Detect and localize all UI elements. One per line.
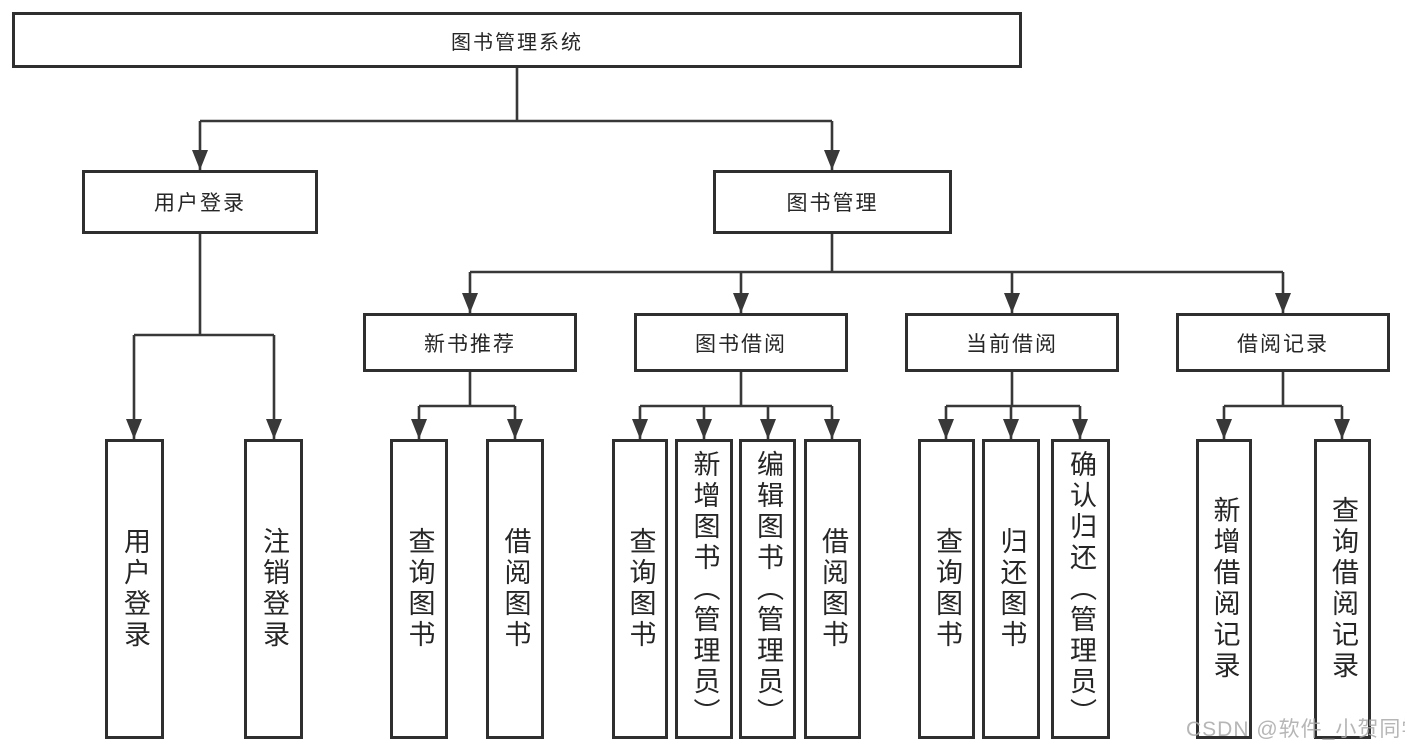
leaf-query-books-borrow: 查询图书 (612, 439, 668, 739)
arrow-down-icon (1003, 419, 1019, 439)
connector-userlogin-to-leaves (132, 234, 276, 439)
leaf-return-book: 归还图书 (982, 439, 1040, 739)
node-label: 新增图书（管理员） (689, 449, 720, 729)
node-label: 新增借阅记录 (1209, 496, 1240, 682)
arrow-down-icon (192, 150, 208, 170)
node-label: 用户登录 (154, 192, 246, 215)
node-label: 借阅图书 (500, 527, 531, 651)
leaf-user-login: 用户登录 (105, 439, 164, 739)
leaf-borrow-books-recommend: 借阅图书 (486, 439, 544, 739)
node-book-borrow: 图书借阅 (634, 313, 848, 372)
node-label: 查询借阅记录 (1328, 496, 1358, 682)
connector-bookmgmt-to-level3 (468, 234, 1285, 313)
arrow-down-icon (126, 419, 142, 439)
node-label: 图书借阅 (695, 332, 787, 356)
node-label: 注销登录 (259, 527, 289, 651)
node-current-borrow: 当前借阅 (905, 313, 1119, 372)
node-label: 查询图书 (625, 527, 656, 651)
arrow-down-icon (1275, 293, 1291, 313)
node-label: 图书管理系统 (451, 31, 583, 54)
node-user-login: 用户登录 (82, 170, 318, 234)
leaf-query-books-current: 查询图书 (918, 439, 975, 739)
leaf-logout: 注销登录 (244, 439, 303, 739)
leaf-borrow-books: 借阅图书 (804, 439, 861, 739)
connector-bookborrow-to-leaves (638, 372, 834, 439)
arrow-down-icon (1334, 419, 1350, 439)
arrow-down-icon (632, 419, 648, 439)
leaf-query-borrow-record: 查询借阅记录 (1314, 439, 1371, 739)
node-label: 图书管理 (786, 192, 879, 215)
node-label: 编辑图书（管理员） (753, 449, 783, 729)
connector-root-to-level2 (198, 68, 834, 170)
arrow-down-icon (1216, 419, 1232, 439)
node-new-book-recommend: 新书推荐 (363, 313, 577, 372)
arrow-down-icon (1072, 419, 1088, 439)
node-book-management: 图书管理 (713, 170, 952, 234)
node-label: 新书推荐 (424, 332, 516, 356)
node-label: 借阅图书 (818, 527, 848, 651)
arrow-down-icon (411, 419, 427, 439)
node-label: 用户登录 (120, 527, 150, 651)
connector-borrowrecord-to-leaves (1222, 372, 1344, 439)
connector-newbook-to-leaves (417, 372, 517, 439)
arrow-down-icon (733, 293, 749, 313)
arrow-down-icon (938, 419, 954, 439)
node-label: 借阅记录 (1237, 332, 1329, 356)
node-borrow-records: 借阅记录 (1176, 313, 1390, 372)
node-label: 确认归还（管理员） (1066, 449, 1096, 729)
node-root: 图书管理系统 (12, 12, 1022, 68)
node-label: 归还图书 (996, 527, 1027, 651)
leaf-confirm-return-admin: 确认归还（管理员） (1051, 439, 1110, 739)
node-label: 当前借阅 (966, 332, 1058, 356)
arrow-down-icon (824, 150, 840, 170)
leaf-add-book-admin: 新增图书（管理员） (675, 439, 733, 739)
arrow-down-icon (266, 419, 282, 439)
arrow-down-icon (462, 293, 478, 313)
arrow-down-icon (824, 419, 840, 439)
leaf-edit-book-admin: 编辑图书（管理员） (739, 439, 796, 739)
node-label: 查询图书 (932, 527, 962, 651)
arrow-down-icon (696, 419, 712, 439)
arrow-down-icon (760, 419, 776, 439)
leaf-add-borrow-record: 新增借阅记录 (1196, 439, 1252, 739)
arrow-down-icon (1004, 293, 1020, 313)
node-label: 查询图书 (404, 527, 435, 651)
watermark: CSDN @软件_小贺同学 (1186, 718, 1405, 741)
arrow-down-icon (507, 419, 523, 439)
leaf-query-books-recommend: 查询图书 (390, 439, 448, 739)
